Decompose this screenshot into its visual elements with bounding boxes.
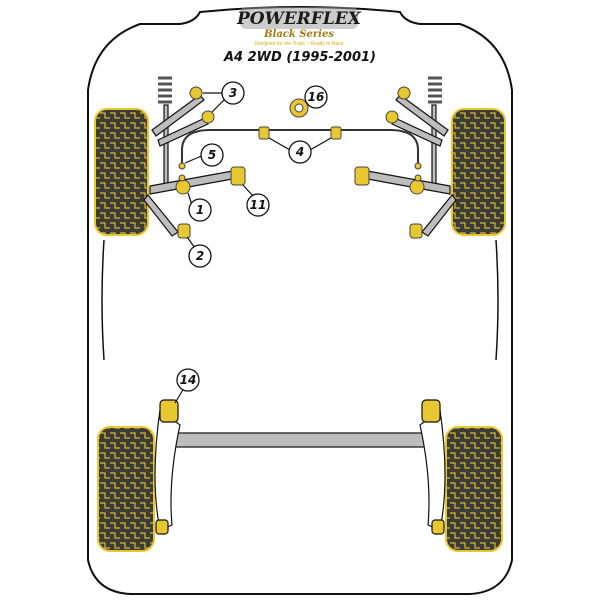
callout-number: 2 <box>196 249 204 263</box>
callout-number: 16 <box>308 90 325 104</box>
svg-text:Designed for the Track ~ Ready: Designed for the Track ~ Ready to Race <box>254 41 343 47</box>
callout-label-11: 11 <box>246 193 270 217</box>
callout-number: 4 <box>295 145 304 159</box>
callout-circle <box>246 193 270 217</box>
callout-circle <box>288 140 312 164</box>
callout-number: 5 <box>208 148 216 162</box>
callout-circle <box>176 368 200 392</box>
callout-circle <box>304 85 328 109</box>
powerflex-logo: POWERFLEX Black Series Designed for the … <box>236 7 362 47</box>
callout-label-16: 16 <box>304 85 328 109</box>
bushes <box>175 86 425 239</box>
rear-left-wheel <box>97 426 155 552</box>
svg-text:POWERFLEX: POWERFLEX <box>236 9 362 29</box>
callout-label-1: 1 <box>188 198 212 222</box>
callout-circle <box>188 244 212 268</box>
callout-label-14: 14 <box>176 368 200 392</box>
callout-number: 1 <box>196 203 204 217</box>
front-suspension <box>143 76 457 237</box>
callout-label-5: 5 <box>200 143 224 167</box>
callout-number: 3 <box>229 86 237 100</box>
front-right-wheel <box>451 108 506 236</box>
callout-circle <box>188 198 212 222</box>
callout-label-2: 2 <box>188 244 212 268</box>
callout-label-4: 4 <box>288 140 312 164</box>
callout-circle <box>221 81 245 105</box>
rear-right-wheel <box>445 426 503 552</box>
front-left-wheel <box>94 108 149 236</box>
callout-number: 14 <box>180 373 197 387</box>
model-title: A4 2WD (1995-2001) <box>223 50 376 65</box>
callout-label-3: 3 <box>221 81 245 105</box>
rear-suspension <box>154 399 446 535</box>
callout-number: 11 <box>250 198 267 212</box>
callout-circle <box>200 143 224 167</box>
svg-text:Black Series: Black Series <box>263 29 334 40</box>
